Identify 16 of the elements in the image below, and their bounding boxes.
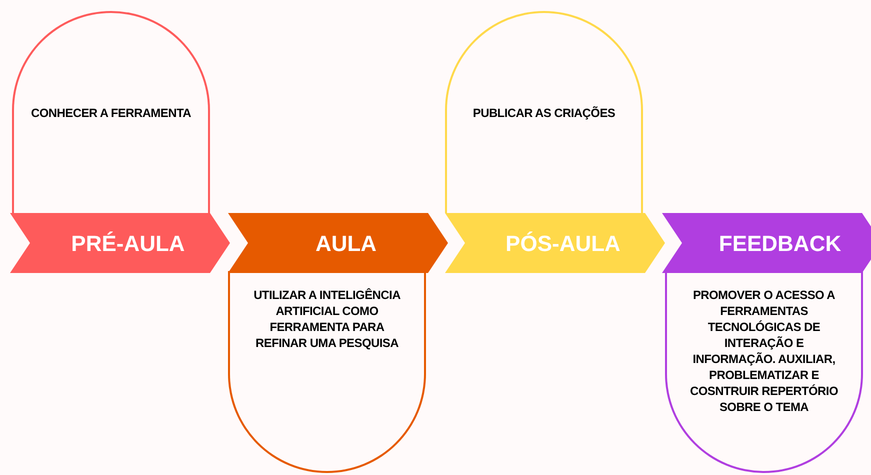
arch-card [228, 271, 426, 473]
phase-label: FEEDBACK [718, 230, 842, 258]
arch-card [445, 11, 643, 213]
chevron-banner [445, 213, 665, 273]
card-text: PROMOVER O ACESSO A FERRAMENTAS TECNOLÓGICAS DE INTERAÇÃO E INFORMAÇÃO. AUXILIAR, PROBLEMATIZAR E COSNTRUIR REPERTÓRIO SOBRE O TEMA [688, 287, 839, 415]
chevron-banner [10, 213, 230, 273]
arch-card [665, 271, 863, 473]
card-text: UTILIZAR A INTELIGÊNCIA ARTIFICIAL COMO FERRAMENTA PARA REFINAR UMA PESQUISA [252, 287, 402, 351]
phase-label: AULA [314, 230, 377, 258]
phase-label: PRÉ-AULA [70, 230, 185, 258]
card-text: PUBLICAR AS CRIAÇÕES [472, 105, 616, 121]
card-text: CONHECER A FERRAMENTA [31, 105, 191, 121]
arch-card [12, 11, 210, 213]
chevron-banner [228, 213, 448, 273]
phase-label: PÓS-AULA [504, 230, 620, 258]
chevron-banner [662, 213, 871, 273]
